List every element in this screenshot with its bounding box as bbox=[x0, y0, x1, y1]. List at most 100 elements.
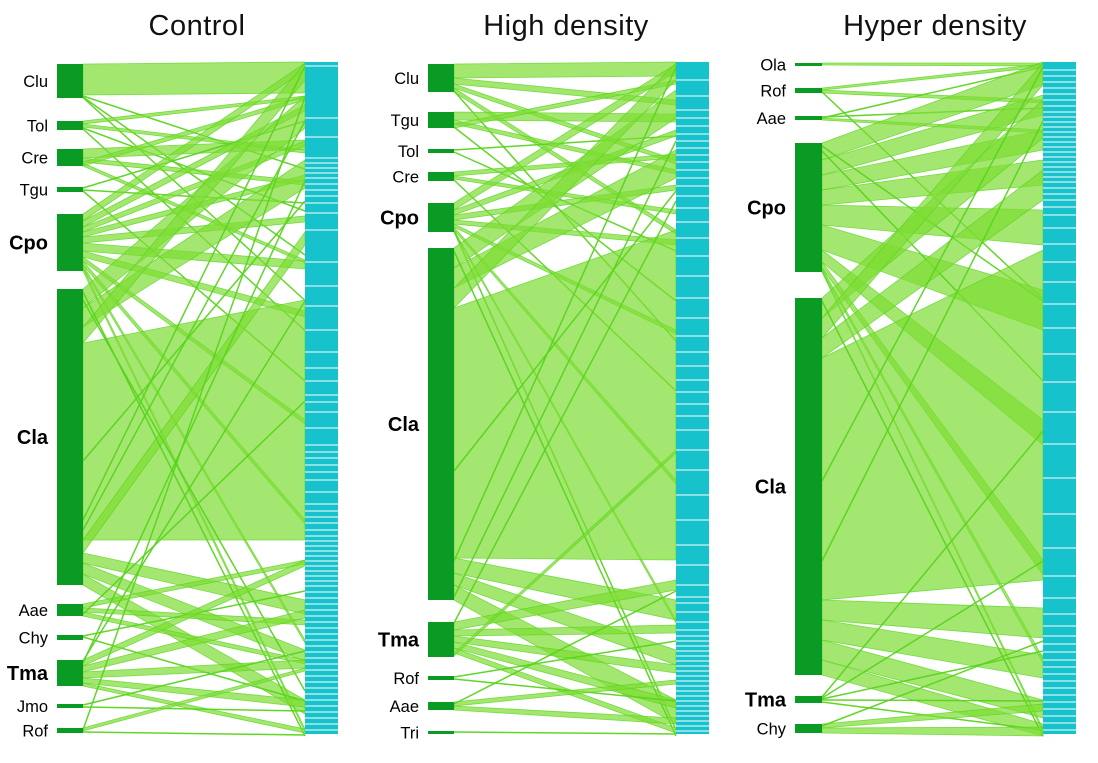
link-line bbox=[82, 400, 306, 615]
link-line bbox=[821, 560, 1044, 699]
link-line bbox=[453, 640, 677, 678]
link-line bbox=[82, 120, 306, 531]
left-node-cre bbox=[428, 172, 454, 181]
left-node-label-cre: Cre bbox=[392, 169, 419, 187]
left-node-label-chy: Chy bbox=[19, 630, 49, 648]
link-line bbox=[821, 430, 1044, 698]
left-node-clu bbox=[428, 64, 454, 92]
link-band bbox=[821, 62, 1044, 67]
link-band bbox=[453, 624, 677, 637]
left-node-tol bbox=[428, 149, 454, 153]
left-node-label-aae: Aae bbox=[757, 110, 786, 128]
left-node-label-ola: Ola bbox=[760, 57, 787, 75]
link-line bbox=[453, 66, 677, 562]
left-node-label-chy: Chy bbox=[757, 721, 787, 739]
left-node-cpo bbox=[428, 203, 454, 232]
link-band bbox=[453, 229, 677, 561]
left-node-jmo bbox=[57, 704, 83, 708]
left-node-tma bbox=[57, 660, 83, 686]
left-node-rof bbox=[428, 676, 454, 680]
left-node-label-tol: Tol bbox=[398, 143, 419, 161]
left-node-tol bbox=[57, 121, 83, 130]
left-node-aae bbox=[795, 116, 822, 120]
left-node-cre bbox=[57, 149, 83, 166]
left-node-label-cre: Cre bbox=[21, 150, 48, 168]
left-node-label-tol: Tol bbox=[27, 118, 48, 136]
panel-title-high-density: High density bbox=[483, 10, 649, 42]
left-node-label-tgu: Tgu bbox=[20, 182, 48, 200]
link-line bbox=[453, 590, 677, 705]
left-node-label-cla: Cla bbox=[17, 427, 49, 449]
panel-title-hyper-density: Hyper density bbox=[843, 10, 1027, 42]
left-node-cla bbox=[795, 298, 822, 675]
link-line bbox=[82, 180, 306, 664]
link-line bbox=[821, 300, 1044, 737]
left-node-label-aae: Aae bbox=[19, 602, 48, 620]
link-line bbox=[453, 140, 677, 598]
left-node-chy bbox=[57, 635, 83, 640]
link-line bbox=[82, 300, 306, 662]
left-node-clu bbox=[57, 64, 83, 98]
left-node-cla bbox=[428, 248, 454, 600]
left-node-chy bbox=[795, 724, 822, 733]
left-node-ola bbox=[795, 63, 822, 66]
left-node-tgu bbox=[57, 187, 83, 192]
link-line bbox=[821, 699, 1044, 702]
link-line bbox=[82, 706, 306, 712]
link-line bbox=[82, 731, 306, 736]
right-bar bbox=[676, 62, 709, 734]
link-line bbox=[453, 250, 677, 737]
link-line bbox=[82, 96, 306, 256]
left-node-tma bbox=[795, 696, 822, 703]
left-node-label-tma: Tma bbox=[745, 690, 787, 712]
left-node-label-cla: Cla bbox=[388, 414, 420, 436]
link-line bbox=[821, 640, 1044, 727]
left-node-aae bbox=[57, 604, 83, 616]
link-band bbox=[821, 726, 1044, 737]
left-node-label-tgu: Tgu bbox=[391, 112, 419, 130]
right-bar bbox=[1043, 62, 1076, 734]
link-line bbox=[821, 120, 1044, 562]
link-line bbox=[821, 650, 1044, 700]
link-line bbox=[82, 650, 306, 706]
left-node-label-tma: Tma bbox=[378, 630, 420, 652]
left-node-label-rof: Rof bbox=[760, 83, 786, 101]
link-line bbox=[82, 96, 306, 731]
left-node-label-cla: Cla bbox=[755, 477, 787, 499]
left-node-tri bbox=[428, 731, 454, 734]
link-line bbox=[453, 678, 677, 702]
link-line bbox=[453, 200, 677, 624]
left-node-label-cpo: Cpo bbox=[380, 208, 419, 230]
link-band bbox=[821, 249, 1044, 601]
left-node-label-clu: Clu bbox=[394, 70, 419, 88]
left-node-label-rof: Rof bbox=[393, 670, 419, 688]
left-node-label-tri: Tri bbox=[400, 725, 419, 743]
left-node-rof bbox=[795, 88, 822, 93]
left-node-label-clu: Clu bbox=[23, 73, 48, 91]
left-node-label-jmo: Jmo bbox=[17, 698, 48, 716]
left-node-cpo bbox=[795, 143, 822, 272]
left-node-label-tma: Tma bbox=[7, 663, 49, 685]
left-node-label-aae: Aae bbox=[390, 698, 419, 716]
left-node-aae bbox=[428, 702, 454, 710]
link-line bbox=[821, 66, 1044, 482]
left-node-tgu bbox=[428, 112, 454, 128]
link-line bbox=[82, 65, 306, 521]
link-band bbox=[453, 705, 677, 725]
left-node-tma bbox=[428, 622, 454, 657]
left-node-cla bbox=[57, 289, 83, 585]
link-line bbox=[453, 731, 677, 735]
link-band bbox=[453, 61, 677, 79]
left-node-cpo bbox=[57, 214, 83, 271]
link-line bbox=[453, 190, 677, 472]
left-node-label-cpo: Cpo bbox=[747, 198, 786, 220]
left-node-rof bbox=[57, 728, 83, 733]
left-node-label-rof: Rof bbox=[22, 723, 48, 741]
link-line bbox=[82, 200, 306, 462]
left-node-label-cpo: Cpo bbox=[9, 233, 48, 255]
